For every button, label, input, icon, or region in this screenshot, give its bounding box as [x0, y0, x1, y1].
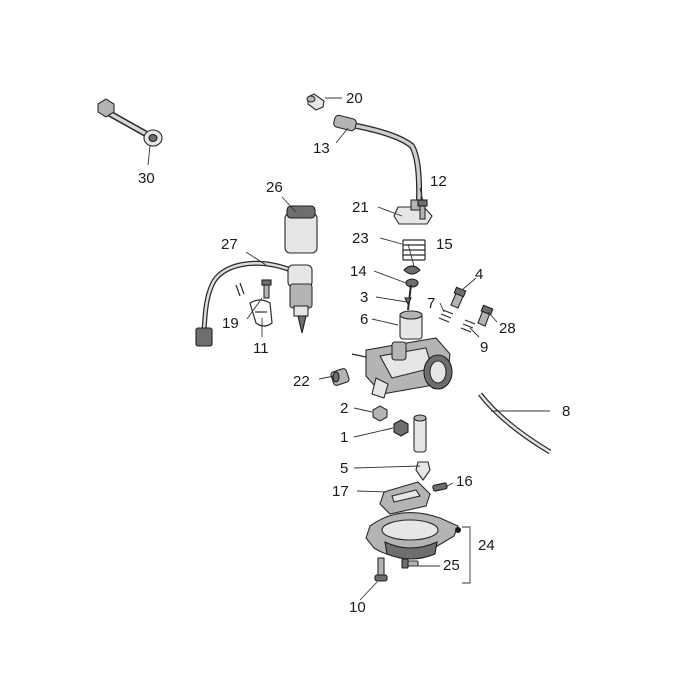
part-9-spring [460, 319, 476, 333]
callout-7: 7 [427, 295, 435, 312]
callout-1: 1 [340, 429, 348, 446]
part-7-spring [438, 309, 454, 323]
part-23-spring [402, 239, 426, 261]
part-13-throttle-cable [333, 114, 423, 203]
callout-30: 30 [138, 170, 155, 187]
callout-17: 17 [332, 483, 349, 500]
part-4-screw [450, 286, 467, 309]
callout-16: 16 [456, 473, 473, 490]
part-28-screw [477, 304, 494, 327]
callout-19: 19 [222, 315, 239, 332]
part-20-cable-cap [306, 93, 325, 111]
part-3-jet-needle [404, 284, 412, 311]
callout-20: 20 [346, 90, 363, 107]
callout-labels: 20 13 30 12 26 21 23 15 27 14 4 3 7 28 1… [138, 90, 570, 616]
part-19-screw [261, 279, 272, 299]
part-22-plug [330, 368, 350, 386]
callout-22: 22 [293, 373, 310, 390]
callout-13: 13 [313, 140, 330, 157]
part-26-cap [284, 205, 318, 254]
callout-23: 23 [352, 230, 369, 247]
callout-5: 5 [340, 460, 348, 477]
callout-2: 2 [340, 400, 348, 417]
part-14-needle [405, 278, 419, 288]
callout-21: 21 [352, 199, 369, 216]
part-10-screw [374, 557, 388, 582]
part-6-throttle-valve [399, 310, 423, 340]
leader-lines [147, 97, 550, 601]
callout-27: 27 [221, 236, 238, 253]
callout-15: 15 [436, 236, 453, 253]
part-16-float-pin [432, 482, 448, 492]
callout-6: 6 [360, 311, 368, 328]
part-8-tube [478, 392, 552, 455]
part-27-electric-choke [195, 260, 313, 347]
part-17-float [379, 481, 431, 515]
part-1-main-jet [393, 414, 427, 453]
callout-3: 3 [360, 289, 368, 306]
part-5-float-needle [415, 461, 431, 481]
callout-8: 8 [562, 403, 570, 420]
callout-24: 24 [478, 537, 495, 554]
part-30-bolt-spacer [97, 98, 163, 147]
part-24-float-bowl [365, 512, 461, 560]
part-25-screw [401, 558, 419, 569]
part-2-nut [372, 405, 388, 422]
callout-10: 10 [349, 599, 366, 616]
carburetor-body [351, 337, 453, 399]
callout-12: 12 [430, 173, 447, 190]
callout-11: 11 [253, 340, 269, 357]
callout-28: 28 [499, 320, 516, 337]
callout-9: 9 [480, 339, 488, 356]
part-15-clip [403, 265, 421, 275]
callout-14: 14 [350, 263, 367, 280]
callout-4: 4 [475, 266, 483, 283]
part-11-clamp [249, 299, 273, 327]
part-12-screw [417, 199, 428, 220]
callout-25: 25 [443, 557, 460, 574]
callout-26: 26 [266, 179, 283, 196]
